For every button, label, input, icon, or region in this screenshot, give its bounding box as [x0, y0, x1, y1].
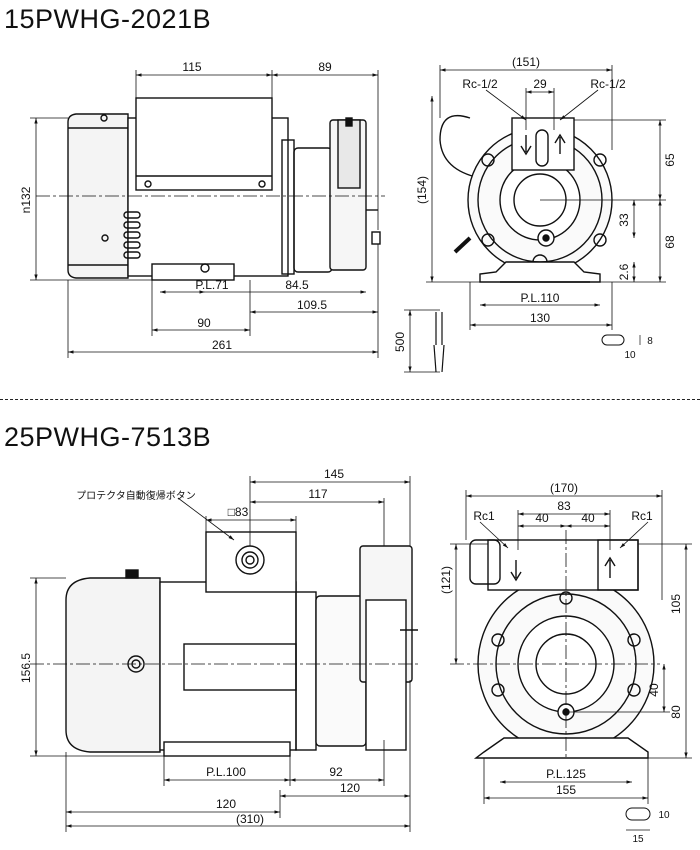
- section-divider: [0, 399, 700, 400]
- model-title-1: 15PWHG-2021B: [4, 4, 212, 34]
- dim-40-right: 40: [581, 511, 595, 525]
- dim-145: 145: [324, 467, 344, 481]
- dim-261: 261: [212, 338, 232, 352]
- dim-pl125: P.L.125: [546, 767, 586, 781]
- slot-detail-1: [601, 334, 641, 346]
- label-rc-left-1: Rc-1/2: [462, 77, 498, 91]
- slot-detail-2: [625, 807, 651, 831]
- pump2-side-dimensions: [30, 476, 411, 832]
- dim-89: 89: [318, 60, 332, 74]
- dim-109-5: 109.5: [297, 298, 327, 312]
- dim-n132: n132: [19, 186, 33, 213]
- dim-156-5: 156.5: [19, 653, 33, 683]
- label-rc1-right: Rc1: [631, 509, 653, 523]
- model-title-2: 25PWHG-7513B: [4, 422, 212, 452]
- dim-pl71: P.L.71: [195, 278, 228, 292]
- dim-2-6: 2.6: [617, 263, 631, 280]
- pump1-side-dimensions: [30, 70, 379, 358]
- dim-170: (170): [550, 481, 578, 495]
- dim-120-right: 120: [340, 781, 360, 795]
- dim-80: 80: [669, 705, 683, 719]
- pump1-front-view: [439, 114, 613, 283]
- dim-151: (151): [512, 55, 540, 69]
- dim-130: 130: [530, 311, 550, 325]
- dim-33: 33: [617, 213, 631, 227]
- dim-121: (121): [439, 566, 453, 594]
- dim-92: 92: [329, 765, 343, 779]
- dim-15: 15: [632, 834, 644, 845]
- dim-500: 500: [393, 332, 407, 352]
- pump1-side-view: [36, 97, 385, 281]
- dim-105: 105: [669, 594, 683, 614]
- dim-40-vertical: 40: [647, 683, 661, 697]
- label-protector-button: プロテクタ自動復帰ボタン: [76, 489, 196, 502]
- dim-84-5: 84.5: [285, 278, 309, 292]
- dim-154: (154): [415, 176, 429, 204]
- dim-sq83: □83: [228, 505, 249, 519]
- dim-pl110: P.L.110: [521, 291, 560, 305]
- dim-29: 29: [533, 77, 547, 91]
- cable-lead: [433, 312, 445, 373]
- label-rc-right-1: Rc-1/2: [590, 77, 626, 91]
- dim-117: 117: [308, 487, 327, 501]
- dim-115: 115: [182, 60, 201, 74]
- dim-10-slot: 10: [658, 810, 670, 821]
- dim-65: 65: [663, 153, 677, 167]
- dim-120-left: 120: [216, 797, 236, 811]
- dim-310: (310): [236, 812, 264, 826]
- pump2-side-view: [30, 531, 420, 757]
- dim-10: 10: [624, 350, 636, 361]
- label-rc1-left: Rc1: [473, 509, 495, 523]
- dim-83: 83: [557, 499, 571, 513]
- pump2-front-view: [450, 530, 660, 760]
- pump1-front-dimensions: [404, 65, 666, 373]
- pump2-front-dimensions: [450, 490, 692, 804]
- dim-90: 90: [197, 316, 211, 330]
- dim-68: 68: [663, 235, 677, 249]
- dim-pl100: P.L.100: [206, 765, 246, 779]
- dim-8: 8: [647, 336, 653, 347]
- dim-40-left: 40: [535, 511, 549, 525]
- dim-155: 155: [556, 783, 576, 797]
